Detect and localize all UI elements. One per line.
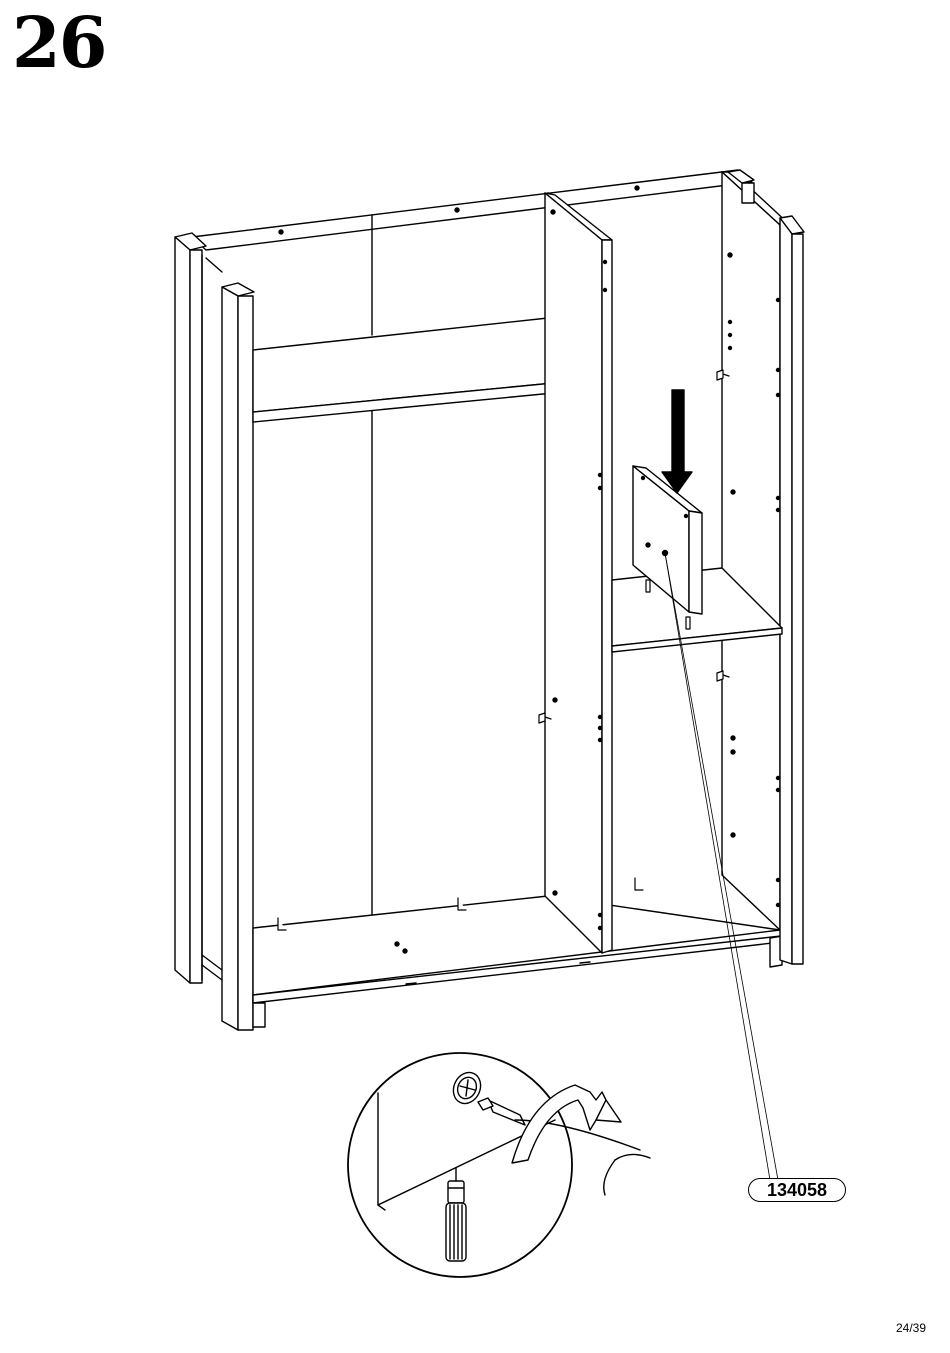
part-number-label: 134058: [748, 1178, 846, 1202]
left-side-back-panel: [175, 233, 206, 983]
middle-divider: [545, 193, 612, 953]
top-board: [192, 170, 752, 335]
dowel-pin-icon: [446, 1168, 466, 1261]
right-side-front-panel: [780, 216, 804, 964]
arrow-down-icon: [662, 390, 692, 493]
page-number: 24/39: [896, 1321, 926, 1335]
shelf-support-pins: [278, 370, 729, 930]
bottom-board: [253, 896, 790, 1027]
left-side-front-panel: [202, 258, 254, 1030]
back-panel: [372, 193, 548, 915]
detail-magnifier: [348, 1053, 650, 1277]
